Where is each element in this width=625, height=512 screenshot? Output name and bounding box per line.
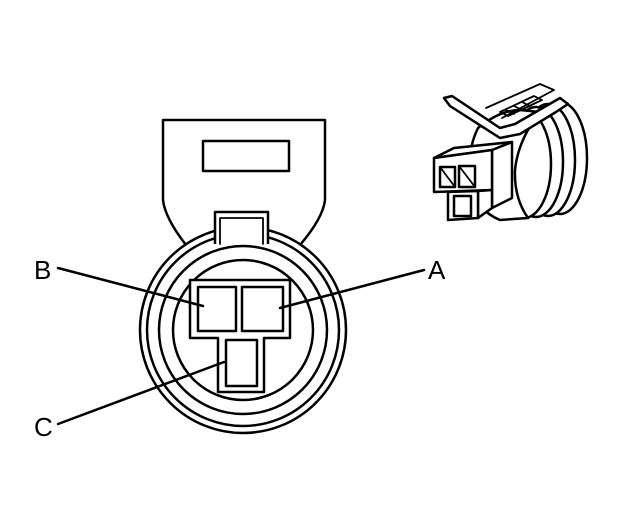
iso-latch-rib-2 <box>513 105 523 111</box>
pin-label-c: C <box>34 412 53 442</box>
connector-inner-face <box>171 258 315 402</box>
iso-terminal-block-side <box>490 140 514 210</box>
tab-window <box>201 139 291 173</box>
iso-cavity-3 <box>452 194 473 218</box>
iso-latch-rib-1 <box>505 109 515 115</box>
pin-label-b: B <box>34 255 51 285</box>
key-notch-inner <box>219 217 264 245</box>
iso-cavity-2-edge <box>458 165 476 188</box>
leader-line-c <box>56 360 226 426</box>
iso-latch-rib-3 <box>521 101 531 107</box>
connector-face-view: B A C <box>34 118 446 442</box>
terminal-cavity-b <box>196 285 238 333</box>
iso-locking-latch <box>442 94 570 140</box>
connector-ring-3 <box>157 244 329 416</box>
iso-cavity-1-edge <box>439 166 456 188</box>
connector-isometric-view <box>432 83 589 222</box>
pin-label-a: A <box>428 255 446 285</box>
leader-line-a <box>278 268 426 310</box>
leader-line-b <box>56 266 205 308</box>
terminal-cavity-a <box>240 285 285 333</box>
terminal-cavity-c <box>224 338 259 388</box>
key-notch <box>213 210 270 244</box>
